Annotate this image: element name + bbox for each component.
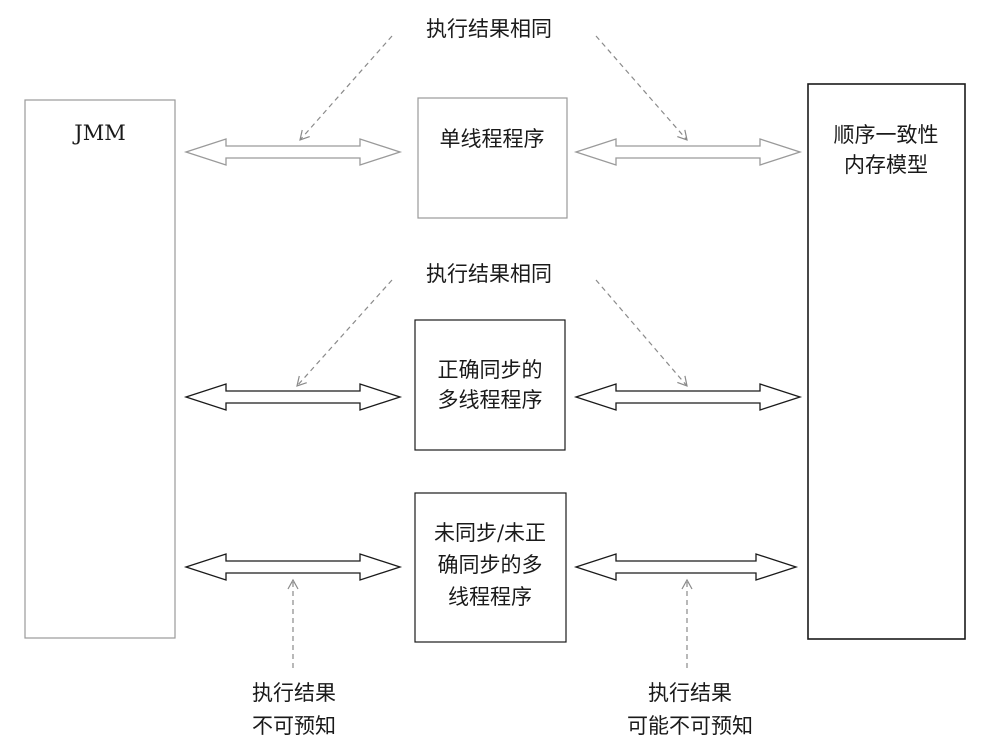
unsynchronized-label-line-3: 线程程序 bbox=[448, 585, 532, 609]
sc-label-line-2: 内存模型 bbox=[844, 153, 928, 177]
arrow-jmm-unsynchronized bbox=[183, 553, 403, 581]
arrow-jmm-synchronized bbox=[183, 383, 403, 411]
single-thread-label: 单线程程序 bbox=[440, 127, 545, 151]
unsynchronized-multithread-box bbox=[414, 492, 567, 643]
synchronized-label-line-2: 多线程程序 bbox=[438, 388, 543, 412]
bottom-right-label-line-1: 执行结果 bbox=[648, 681, 732, 705]
top-dashed-arrow-right bbox=[595, 35, 688, 141]
bottom-right-label-line-2: 可能不可预知 bbox=[627, 714, 753, 738]
arrow-jmm-single-thread bbox=[183, 138, 403, 166]
arrow-unsynchronized-sc bbox=[573, 553, 799, 581]
bottom-left-label-line-2: 不可预知 bbox=[252, 714, 336, 738]
top-same-result-label: 执行结果相同 bbox=[426, 17, 552, 41]
synchronized-multithread-box bbox=[414, 319, 566, 451]
top-dashed-arrow-left bbox=[299, 35, 393, 141]
unsynchronized-label-line-1: 未同步/未正 bbox=[434, 521, 546, 545]
middle-dashed-arrow-left bbox=[296, 279, 393, 387]
sc-label-line-1: 顺序一致性 bbox=[834, 123, 939, 147]
middle-dashed-arrow-right bbox=[595, 279, 688, 387]
jmm-box bbox=[24, 99, 176, 639]
jmm-label: JMM bbox=[72, 121, 125, 145]
bottom-left-label-line-1: 执行结果 bbox=[252, 681, 336, 705]
middle-same-result-label: 执行结果相同 bbox=[426, 262, 552, 286]
single-thread-program-box bbox=[417, 97, 568, 219]
arrow-synchronized-sc bbox=[573, 383, 803, 411]
arrow-single-thread-sc bbox=[573, 138, 803, 166]
sequential-consistency-box bbox=[807, 83, 966, 640]
synchronized-label-line-1: 正确同步的 bbox=[438, 358, 543, 382]
unsynchronized-label-line-2: 确同步的多 bbox=[438, 553, 543, 577]
